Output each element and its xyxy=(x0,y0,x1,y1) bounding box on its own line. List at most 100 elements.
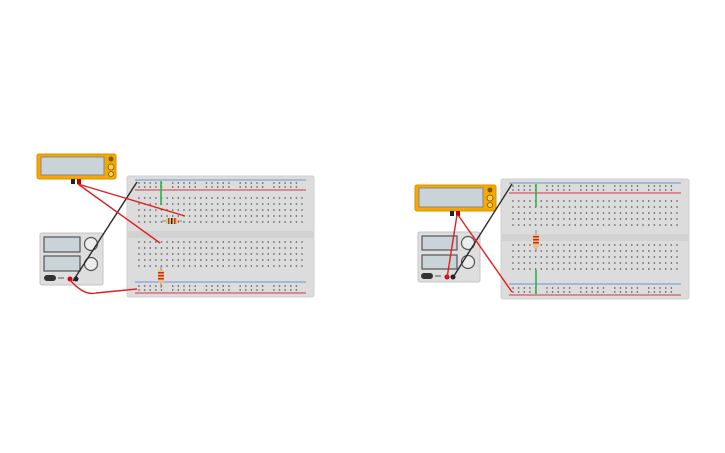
breadboard-hole[interactable] xyxy=(200,259,202,261)
breadboard-hole[interactable] xyxy=(295,197,298,199)
breadboard-hole[interactable] xyxy=(222,215,225,217)
breadboard-hole[interactable] xyxy=(625,206,627,208)
breadboard-hole[interactable] xyxy=(172,197,174,199)
breadboard-hole[interactable] xyxy=(284,215,286,217)
breadboard-hole[interactable] xyxy=(250,247,253,249)
breadboard-hole[interactable] xyxy=(664,291,667,293)
breadboard-hole[interactable] xyxy=(563,200,565,202)
breadboard-hole[interactable] xyxy=(149,197,151,199)
breadboard-hole[interactable] xyxy=(608,224,610,226)
breadboard-hole[interactable] xyxy=(653,185,656,187)
breadboard-hole[interactable] xyxy=(245,221,247,223)
breadboard-hole[interactable] xyxy=(648,268,650,270)
breadboard-hole[interactable] xyxy=(183,265,185,267)
breadboard-hole[interactable] xyxy=(659,291,661,293)
breadboard-hole[interactable] xyxy=(228,209,230,211)
breadboard-hole[interactable] xyxy=(529,268,531,270)
breadboard-hole[interactable] xyxy=(597,224,599,226)
breadboard-hole[interactable] xyxy=(540,262,542,264)
breadboard-hole[interactable] xyxy=(664,189,667,191)
breadboard-hole[interactable] xyxy=(211,247,213,249)
breadboard-hole[interactable] xyxy=(211,265,213,267)
breadboard-hole[interactable] xyxy=(608,200,610,202)
breadboard-hole[interactable] xyxy=(608,244,610,246)
breadboard-hole[interactable] xyxy=(155,182,157,184)
breadboard-hole[interactable] xyxy=(233,203,236,205)
breadboard-hole[interactable] xyxy=(222,209,225,211)
breadboard-hole[interactable] xyxy=(233,253,236,255)
breadboard-hole[interactable] xyxy=(636,268,639,270)
breadboard-hole[interactable] xyxy=(540,256,542,258)
breadboard-hole[interactable] xyxy=(591,256,593,258)
breadboard-hole[interactable] xyxy=(631,256,633,258)
breadboard-hole[interactable] xyxy=(149,221,151,223)
breadboard-hole[interactable] xyxy=(143,215,146,217)
breadboard-hole[interactable] xyxy=(177,182,180,184)
breadboard-hole[interactable] xyxy=(580,185,582,187)
breadboard-hole[interactable] xyxy=(625,291,627,293)
breadboard-hole[interactable] xyxy=(216,285,219,287)
breadboard-hole[interactable] xyxy=(228,253,230,255)
breadboard-hole[interactable] xyxy=(614,291,616,293)
breadboard-hole[interactable] xyxy=(659,224,661,226)
breadboard-hole[interactable] xyxy=(580,250,582,252)
breadboard-hole[interactable] xyxy=(619,268,622,270)
breadboard-hole[interactable] xyxy=(664,250,667,252)
breadboard-hole[interactable] xyxy=(574,224,576,226)
breadboard-hole[interactable] xyxy=(676,206,678,208)
breadboard-hole[interactable] xyxy=(591,262,593,264)
breadboard-hole[interactable] xyxy=(602,262,605,264)
breadboard-hole[interactable] xyxy=(155,197,157,199)
breadboard-hole[interactable] xyxy=(245,186,247,188)
breadboard-hole[interactable] xyxy=(143,259,146,261)
breadboard-hole[interactable] xyxy=(211,289,213,291)
breadboard-hole[interactable] xyxy=(631,218,633,220)
breadboard-hole[interactable] xyxy=(172,215,174,217)
breadboard-hole[interactable] xyxy=(233,265,236,267)
breadboard-hole[interactable] xyxy=(245,182,247,184)
breadboard-hole[interactable] xyxy=(597,206,599,208)
breadboard-hole[interactable] xyxy=(205,182,208,184)
breadboard-hole[interactable] xyxy=(557,291,559,293)
breadboard-hole[interactable] xyxy=(256,265,258,267)
breadboard-hole[interactable] xyxy=(205,186,208,188)
breadboard-hole[interactable] xyxy=(619,291,622,293)
breadboard-hole[interactable] xyxy=(568,268,571,270)
breadboard-hole[interactable] xyxy=(295,265,298,267)
breadboard-hole[interactable] xyxy=(648,206,650,208)
breadboard-hole[interactable] xyxy=(216,203,219,205)
breadboard-hole[interactable] xyxy=(540,244,542,246)
breadboard-hole[interactable] xyxy=(563,189,565,191)
breadboard-hole[interactable] xyxy=(256,285,258,287)
breadboard-hole[interactable] xyxy=(172,186,174,188)
breadboard-hole[interactable] xyxy=(540,218,542,220)
breadboard-hole[interactable] xyxy=(155,203,157,205)
breadboard-hole[interactable] xyxy=(602,287,605,289)
breadboard-hole[interactable] xyxy=(261,241,264,243)
breadboard-hole[interactable] xyxy=(676,218,678,220)
breadboard-hole[interactable] xyxy=(608,262,610,264)
breadboard-hole[interactable] xyxy=(664,218,667,220)
breadboard-hole[interactable] xyxy=(529,262,531,264)
breadboard-hole[interactable] xyxy=(295,289,298,291)
breadboard-hole[interactable] xyxy=(619,189,622,191)
breadboard-hole[interactable] xyxy=(653,224,656,226)
breadboard-hole[interactable] xyxy=(245,289,247,291)
breadboard-hole[interactable] xyxy=(222,186,225,188)
breadboard-hole[interactable] xyxy=(284,203,286,205)
breadboard-hole[interactable] xyxy=(295,285,298,287)
breadboard-hole[interactable] xyxy=(574,200,576,202)
breadboard-hole[interactable] xyxy=(194,289,196,291)
breadboard-hole[interactable] xyxy=(529,256,531,258)
breadboard-hole[interactable] xyxy=(233,241,236,243)
breadboard-hole[interactable] xyxy=(585,212,588,214)
breadboard-hole[interactable] xyxy=(625,212,627,214)
breadboard-hole[interactable] xyxy=(138,247,140,249)
breadboard-hole[interactable] xyxy=(512,244,514,246)
breadboard-hole[interactable] xyxy=(517,212,520,214)
breadboard-hole[interactable] xyxy=(614,250,616,252)
breadboard-hole[interactable] xyxy=(290,197,292,199)
breadboard-hole[interactable] xyxy=(517,256,520,258)
breadboard-hole[interactable] xyxy=(155,289,157,291)
breadboard-hole[interactable] xyxy=(523,212,526,214)
